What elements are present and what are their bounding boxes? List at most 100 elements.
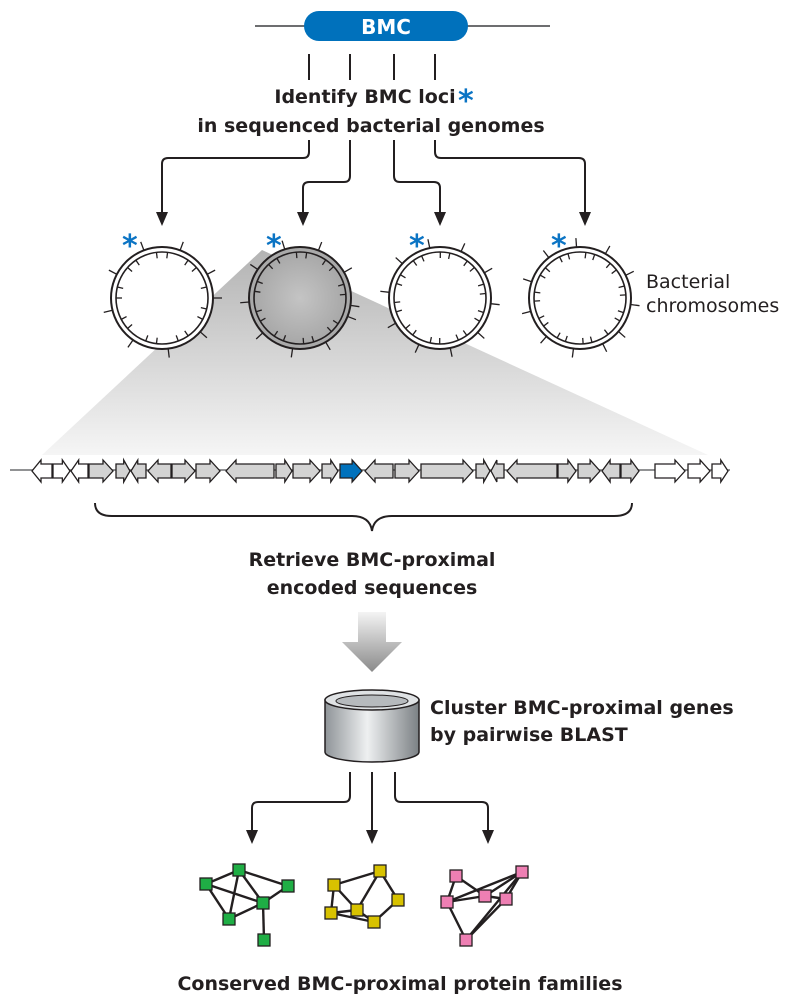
- protein-family-network-yellow: [324, 864, 405, 929]
- chromosome-tick: [544, 267, 551, 273]
- step3-line2: by pairwise BLAST: [430, 724, 628, 746]
- gene-arrow: [52, 457, 71, 485]
- chromosome-tick: [282, 335, 287, 342]
- chromosome-tick: [603, 329, 609, 335]
- chromosome-tick: [197, 316, 204, 320]
- asterisk-icon: *: [409, 229, 425, 264]
- gene-arrow: [195, 458, 221, 484]
- bacterial-chromosome: [103, 241, 222, 358]
- chromosome-tick: [614, 317, 621, 322]
- chromosome-tick: [127, 339, 134, 348]
- chromosome-tick: [117, 286, 124, 290]
- chromosome-tick: [155, 252, 158, 259]
- chromosome-tick: [618, 331, 626, 338]
- gene-arrow: [687, 458, 711, 484]
- chromosome-tick: [405, 324, 411, 330]
- chromosome-tick: [311, 335, 315, 343]
- network-edge: [330, 911, 375, 924]
- gene-arrow: [577, 458, 601, 484]
- network-node: [199, 877, 213, 891]
- chromosome-tick: [387, 322, 396, 329]
- chromosomes-label-line2: chromosomes: [646, 295, 779, 317]
- chromosome-tick: [325, 341, 331, 351]
- arrowhead: [482, 830, 494, 844]
- gene-arrow: [115, 457, 131, 485]
- chromosome-tick: [255, 309, 263, 313]
- chromosome-tick: [199, 331, 208, 339]
- chromosome-tick: [575, 238, 578, 248]
- chromosome-tick: [412, 329, 417, 336]
- chromosome-tick: [175, 335, 179, 342]
- chromosome-tick: [420, 255, 425, 262]
- chromosome-tick: [179, 241, 184, 251]
- chromosome-tick: [556, 332, 561, 339]
- network-node: [256, 896, 270, 910]
- chromosome-tick: [462, 330, 468, 336]
- chromosome-tick: [564, 335, 568, 342]
- bmc-locus: BMC: [255, 11, 550, 80]
- chromosome-tick: [414, 344, 420, 353]
- network-node: [324, 906, 338, 920]
- curly-brace: [94, 502, 633, 532]
- chromosome-tick: [191, 267, 197, 272]
- chromosome-tick: [477, 310, 484, 314]
- step2-line2: encoded sequences: [267, 577, 478, 599]
- chromosome-tick: [395, 257, 403, 265]
- bacterial-chromosome: [521, 238, 640, 358]
- chromosome-tick: [394, 301, 401, 304]
- gene-arrow: [601, 458, 621, 484]
- chromosome-tick: [455, 334, 460, 341]
- chromosome-tick: [108, 269, 118, 275]
- chromosome-tick: [256, 280, 263, 285]
- chromosome-inner-ring: [393, 251, 487, 345]
- chromosome-tick: [166, 252, 169, 259]
- arrowhead: [246, 830, 258, 844]
- asterisk-icon: *: [266, 229, 282, 264]
- chromosome-tick: [326, 326, 332, 333]
- network-edge: [333, 869, 381, 887]
- chromosome-tick: [592, 254, 596, 261]
- step1-text: Identify BMC loci in sequenced bacterial…: [197, 84, 544, 137]
- chromosome-tick: [290, 348, 294, 358]
- network-node: [367, 915, 381, 929]
- network-node: [373, 864, 387, 878]
- chromosome-tick: [399, 274, 406, 279]
- chromosome-inner-ring: [533, 251, 627, 345]
- chromosome-tick: [249, 263, 259, 270]
- chromosome-tick: [328, 266, 335, 272]
- chromosome-tick: [412, 260, 418, 266]
- chromosome-tick: [617, 310, 624, 314]
- gene-arrow: [31, 458, 53, 484]
- chromosome-tick: [305, 252, 308, 259]
- chromosomes-label-line1: Bacterial: [646, 271, 730, 293]
- gene-arrow: [620, 458, 640, 484]
- chromosome-tick: [127, 324, 133, 329]
- arrowhead: [297, 212, 309, 226]
- chromosome-tick: [103, 309, 113, 313]
- gene-arrow: [711, 457, 729, 485]
- chromosome-tick: [477, 283, 485, 287]
- arrowhead: [579, 212, 591, 226]
- network-node: [327, 878, 341, 892]
- gene-arrow: [275, 457, 293, 485]
- chromosome-tick: [534, 291, 541, 294]
- chromosome-tick: [571, 348, 575, 358]
- chromosome-tick: [380, 290, 390, 293]
- chromosome-tick: [350, 304, 360, 308]
- bmc-box: [304, 11, 468, 41]
- chromosome-tick: [429, 336, 433, 344]
- chromosome-tick: [140, 241, 145, 251]
- gene-arrow: [292, 458, 321, 484]
- chromosome-tick: [255, 332, 264, 340]
- chromosome-tick: [625, 270, 635, 276]
- gene-arrow: [147, 458, 172, 484]
- chromosome-tick: [127, 267, 133, 272]
- chromosome-tick: [605, 262, 611, 269]
- arrowhead: [366, 830, 378, 844]
- step2-line1: Retrieve BMC-proximal: [249, 549, 496, 571]
- gene-arrow: [225, 458, 275, 484]
- chromosome-tick: [474, 317, 481, 322]
- network-node: [478, 889, 492, 903]
- chromosome-tick: [268, 263, 274, 270]
